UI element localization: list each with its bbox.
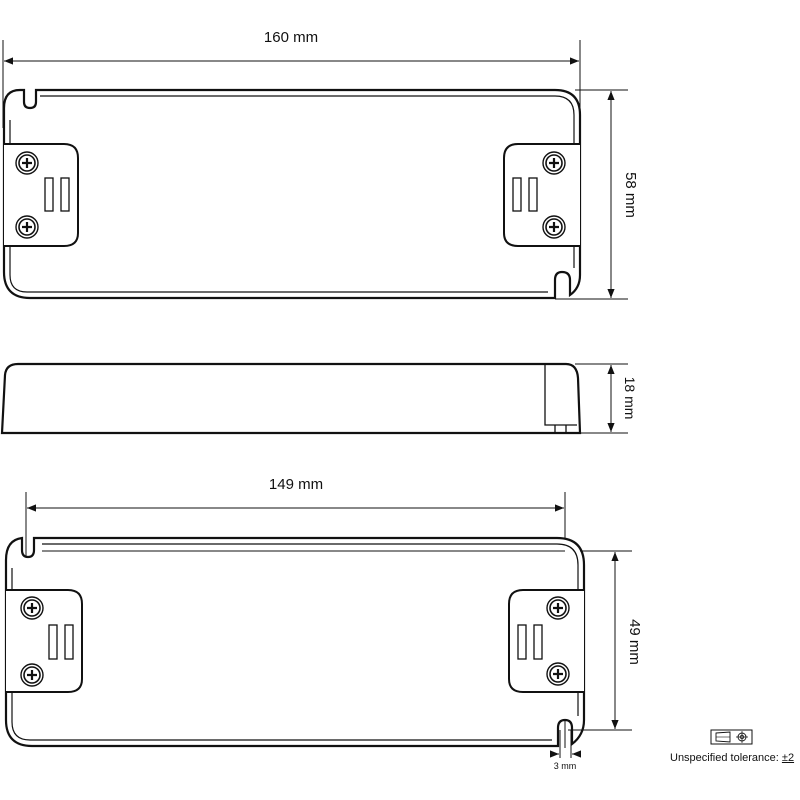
crosshair-icon [736, 731, 748, 743]
screw-icon [14, 214, 40, 240]
mounting-height-dimension: 49 mm [568, 550, 643, 731]
height-dimension: 58 mm [555, 89, 639, 300]
slot-dimension: 3 mm [550, 730, 581, 771]
thickness-dimension: 18 mm [575, 363, 638, 434]
projection-symbol-box [710, 729, 753, 745]
screw-icon [14, 150, 40, 176]
screw-icon [545, 595, 571, 621]
mounting-height-label: 49 mm [626, 619, 643, 665]
width-dimension: 160 mm [2, 29, 581, 128]
height-label: 58 mm [622, 172, 639, 218]
side-view: 18 mm [0, 362, 638, 435]
terminal-cover-left [4, 143, 79, 247]
housing-outline [2, 88, 582, 300]
tolerance-value: ±2 [781, 752, 795, 764]
side-outline [0, 362, 582, 435]
screw-icon [19, 662, 45, 688]
slot-label: 3 mm [554, 761, 577, 771]
projection-icon [715, 731, 731, 743]
mounting-terminal-left [6, 589, 83, 693]
screw-icon [19, 595, 45, 621]
thickness-label: 18 mm [622, 377, 638, 420]
mounting-width-label: 149 mm [269, 476, 323, 493]
mounting-terminal-right [508, 589, 584, 693]
mounting-view: 149 mm 49 mm [4, 476, 643, 771]
width-label: 160 mm [264, 29, 318, 46]
screw-icon [541, 214, 567, 240]
screw-icon [545, 661, 571, 687]
screw-icon [541, 150, 567, 176]
top-view: 160 mm 58 mm [2, 29, 639, 300]
tolerance-label: Unspecified tolerance: [670, 752, 779, 764]
mounting-outline [4, 536, 586, 748]
tolerance-note: Unspecified tolerance: ±2 [670, 752, 794, 764]
terminal-cover-right [503, 143, 580, 247]
